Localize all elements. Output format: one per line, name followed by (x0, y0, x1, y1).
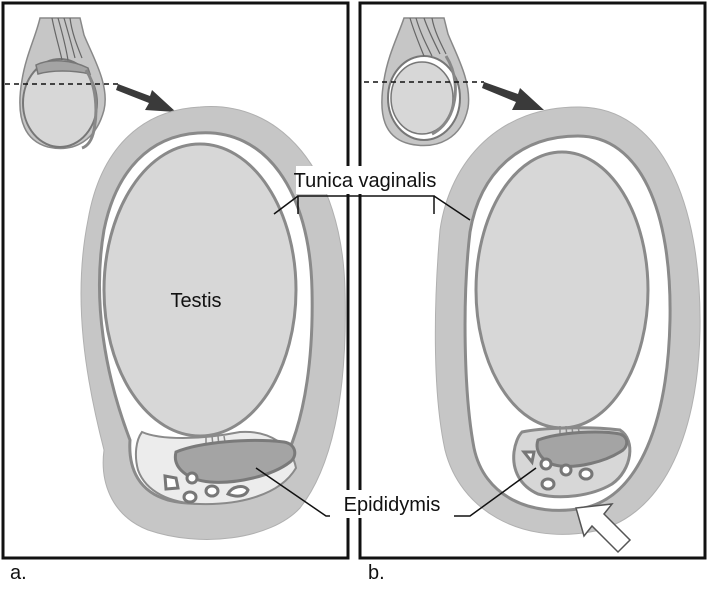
epididymis-callout: Epididymis (255, 467, 537, 518)
panel-b-frame (358, 1, 707, 560)
panel-b-indicator-arrow (482, 82, 544, 110)
panel-a-frame (1, 1, 350, 560)
epididymis (173, 438, 297, 484)
pointer-arrow (575, 503, 632, 554)
tunica-vaginalis-label: Tunica vaginalis (294, 170, 437, 192)
panel-b-letter: b. (368, 562, 385, 584)
vessel-sections (163, 471, 250, 504)
panel-a-thumbnail (5, 17, 118, 150)
epididymis-label-bg (330, 490, 454, 518)
testis-label: Testis (170, 290, 221, 312)
tunica-vaginalis-label-bg (296, 166, 434, 194)
epididymis-label: Epididymis (344, 494, 441, 516)
testis (474, 150, 650, 430)
panel-a: Testis (1, 1, 350, 560)
panel-b (358, 1, 707, 560)
testis (102, 142, 298, 438)
panel-a-letter: a. (10, 562, 27, 584)
tunica-vaginalis-callout: Tunica vaginalis (273, 166, 471, 221)
panel-a-indicator-arrow (116, 84, 176, 112)
tunica-vaginalis-leader (273, 195, 471, 221)
vessel-sections (520, 450, 594, 491)
panel-b-thumbnail (364, 17, 484, 147)
